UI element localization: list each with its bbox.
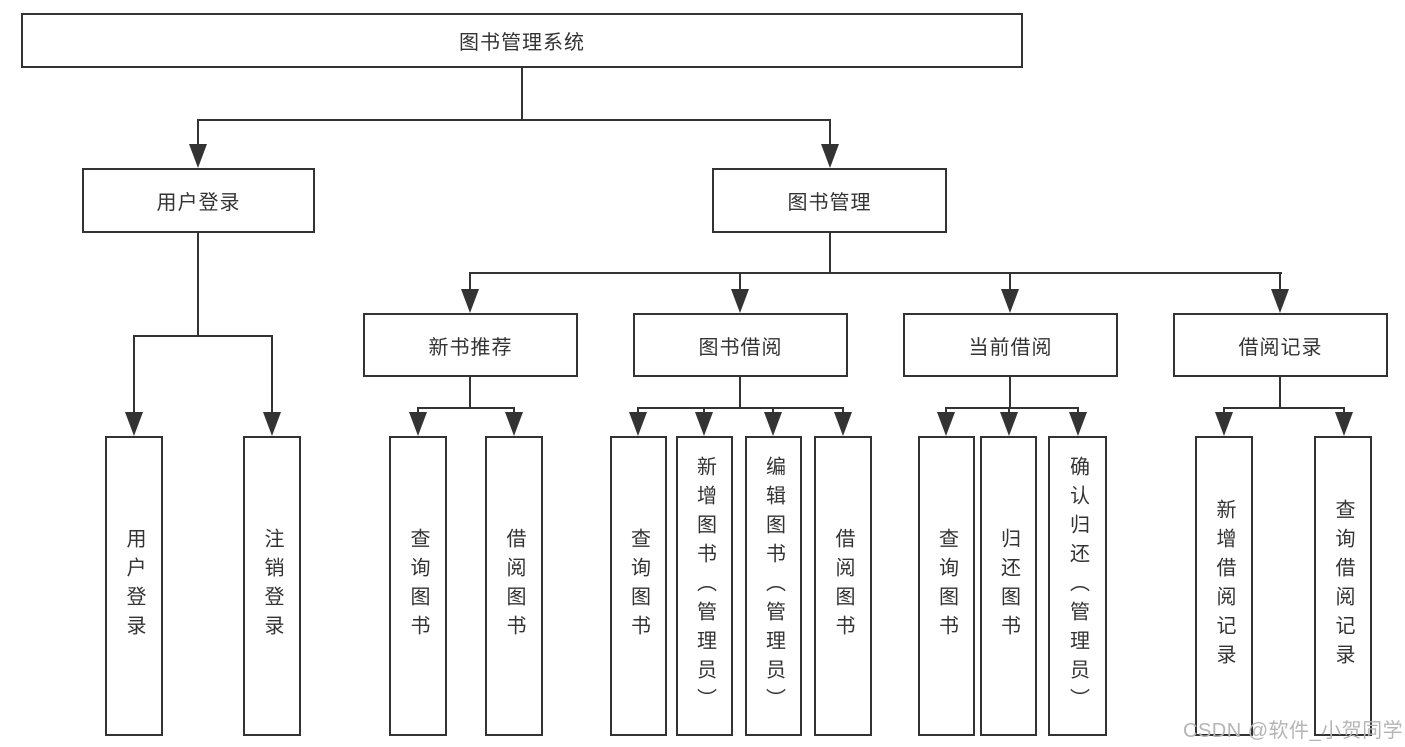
connector-line <box>703 407 705 414</box>
leaf-logout-label: 注销登录 <box>261 528 283 644</box>
leaf-recommend-borrow-book: 借阅图书 <box>485 436 543 736</box>
arrow-down-icon <box>189 144 207 168</box>
connector-line <box>1279 377 1281 409</box>
leaf-recommend-query-book: 查询图书 <box>389 436 447 736</box>
node-new-book-recommend: 新书推荐 <box>363 313 578 377</box>
arrow-down-icon <box>1271 289 1289 313</box>
leaf-add-borrow-record-label: 新增借阅记录 <box>1213 499 1235 673</box>
arrow-down-icon <box>834 412 852 436</box>
arrow-down-icon <box>764 412 782 436</box>
connector-line <box>133 335 273 337</box>
leaf-borrowing-query-book-label: 查询图书 <box>627 528 650 644</box>
leaf-return-book-label: 归还图书 <box>997 528 1020 644</box>
connector-line <box>1009 377 1011 409</box>
node-new-book-recommend-label: 新书推荐 <box>428 336 513 359</box>
arrow-down-icon <box>821 144 839 168</box>
leaf-add-book-admin: 新增图书（管理员） <box>676 436 733 736</box>
leaf-borrowing-borrow-book-label: 借阅图书 <box>832 528 854 644</box>
connector-line <box>1223 407 1345 409</box>
leaf-borrowing-query-book: 查询图书 <box>610 436 667 736</box>
connector-line <box>739 377 741 409</box>
node-current-borrowing: 当前借阅 <box>903 313 1118 377</box>
connector-line <box>417 407 419 414</box>
node-book-management-label: 图书管理 <box>787 192 872 214</box>
leaf-recommend-query-book-label: 查询图书 <box>407 528 429 644</box>
connector-line <box>1343 407 1345 414</box>
arrow-down-icon <box>629 412 647 436</box>
connector-line <box>945 407 947 414</box>
leaf-query-borrow-record-label: 查询借阅记录 <box>1332 499 1354 673</box>
node-book-management: 图书管理 <box>712 168 947 233</box>
node-borrowing-records: 借阅记录 <box>1173 313 1388 377</box>
node-root: 图书管理系统 <box>21 13 1023 68</box>
node-user-login: 用户登录 <box>82 168 315 233</box>
connector-line <box>1009 272 1011 291</box>
connector-line <box>521 68 523 120</box>
leaf-confirm-return-admin: 确认归还（管理员） <box>1048 436 1107 736</box>
arrow-down-icon <box>505 412 523 436</box>
leaf-recommend-borrow-book-label: 借阅图书 <box>503 528 525 644</box>
connector-line <box>197 119 199 146</box>
connector-line <box>637 407 639 414</box>
connector-line <box>469 272 1282 274</box>
connector-line <box>637 407 844 409</box>
arrow-down-icon <box>731 289 749 313</box>
arrow-down-icon <box>695 412 713 436</box>
leaf-borrowing-borrow-book: 借阅图书 <box>814 436 872 736</box>
node-book-borrowing: 图书借阅 <box>633 313 848 377</box>
connector-line <box>945 407 1079 409</box>
leaf-return-book: 归还图书 <box>980 436 1037 736</box>
leaf-confirm-return-admin-label: 确认归还（管理员） <box>1066 455 1089 717</box>
arrow-down-icon <box>125 412 143 436</box>
connector-line <box>1077 407 1079 414</box>
connector-line <box>829 233 831 274</box>
arrow-down-icon <box>461 289 479 313</box>
connector-line <box>133 335 135 414</box>
node-book-borrowing-label: 图书借阅 <box>698 336 783 359</box>
arrow-down-icon <box>409 412 427 436</box>
leaf-current-query-book-label: 查询图书 <box>935 528 958 644</box>
node-root-label: 图书管理系统 <box>459 32 585 54</box>
connector-line <box>271 335 273 414</box>
node-current-borrowing-label: 当前借阅 <box>968 336 1053 359</box>
arrow-down-icon <box>937 412 955 436</box>
arrow-down-icon <box>1069 412 1087 436</box>
connector-line <box>739 272 741 291</box>
connector-line <box>197 119 831 121</box>
connector-line <box>417 407 515 409</box>
leaf-user-login-label: 用户登录 <box>123 528 145 644</box>
connector-line <box>469 272 471 291</box>
arrow-down-icon <box>1000 412 1018 436</box>
arrow-down-icon <box>1001 289 1019 313</box>
node-user-login-label: 用户登录 <box>156 192 241 214</box>
connector-line <box>842 407 844 414</box>
connector-line <box>1279 272 1281 291</box>
leaf-edit-book-admin-label: 编辑图书（管理员） <box>762 455 785 717</box>
leaf-logout: 注销登录 <box>243 436 301 736</box>
leaf-add-borrow-record: 新增借阅记录 <box>1195 436 1253 736</box>
connector-line <box>1223 407 1225 414</box>
leaf-current-query-book: 查询图书 <box>918 436 975 736</box>
connector-line <box>1008 407 1010 414</box>
leaf-edit-book-admin: 编辑图书（管理员） <box>745 436 802 736</box>
csdn-watermark: CSDN @软件_小贺同学 <box>1183 720 1404 742</box>
leaf-query-borrow-record: 查询借阅记录 <box>1314 436 1372 736</box>
leaf-user-login: 用户登录 <box>105 436 163 736</box>
connector-line <box>197 233 199 336</box>
arrow-down-icon <box>1215 412 1233 436</box>
connector-line <box>513 407 515 414</box>
arrow-down-icon <box>1335 412 1353 436</box>
leaf-add-book-admin-label: 新增图书（管理员） <box>693 455 716 717</box>
arrow-down-icon <box>263 412 281 436</box>
connector-line <box>772 407 774 414</box>
node-borrowing-records-label: 借阅记录 <box>1238 336 1323 359</box>
connector-line <box>829 119 831 146</box>
connector-line <box>469 377 471 409</box>
